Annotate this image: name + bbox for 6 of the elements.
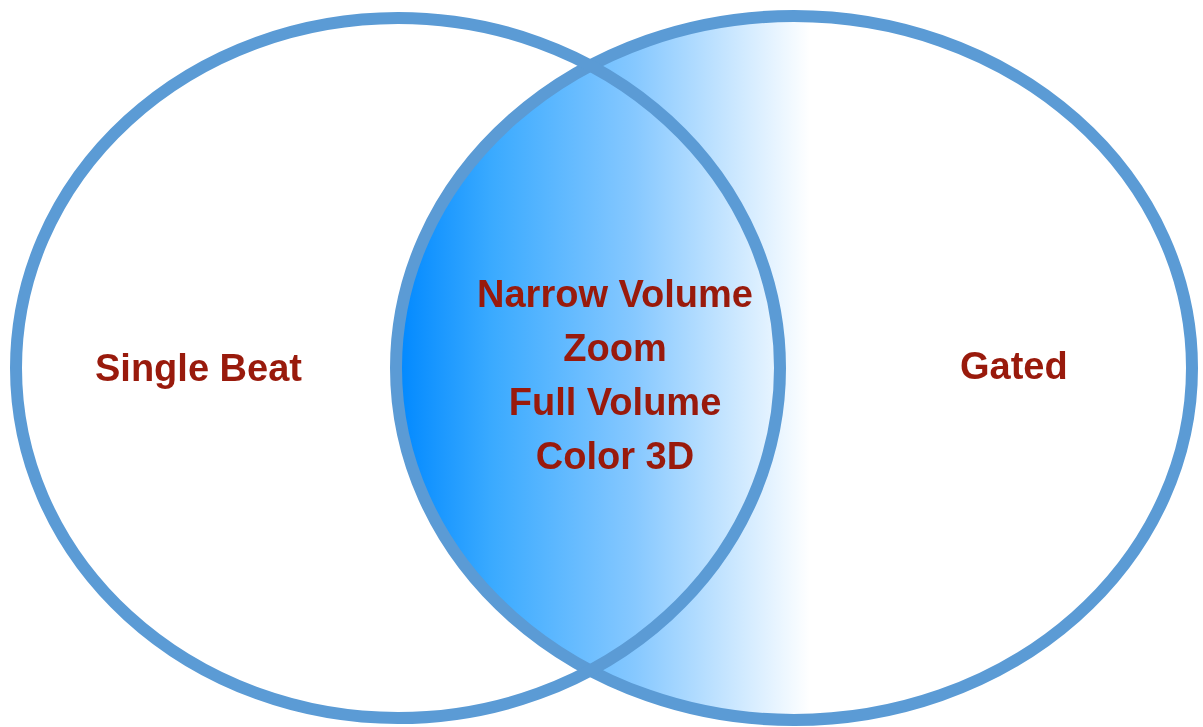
- overlap-label: Color 3D: [535, 437, 695, 475]
- overlap-label: Full Volume: [508, 383, 722, 421]
- overlap-label: Narrow Volume: [477, 275, 753, 313]
- overlap-label: Zoom: [563, 329, 667, 367]
- set-label: Gated: [960, 347, 1068, 385]
- set-label: Single Beat: [95, 349, 302, 387]
